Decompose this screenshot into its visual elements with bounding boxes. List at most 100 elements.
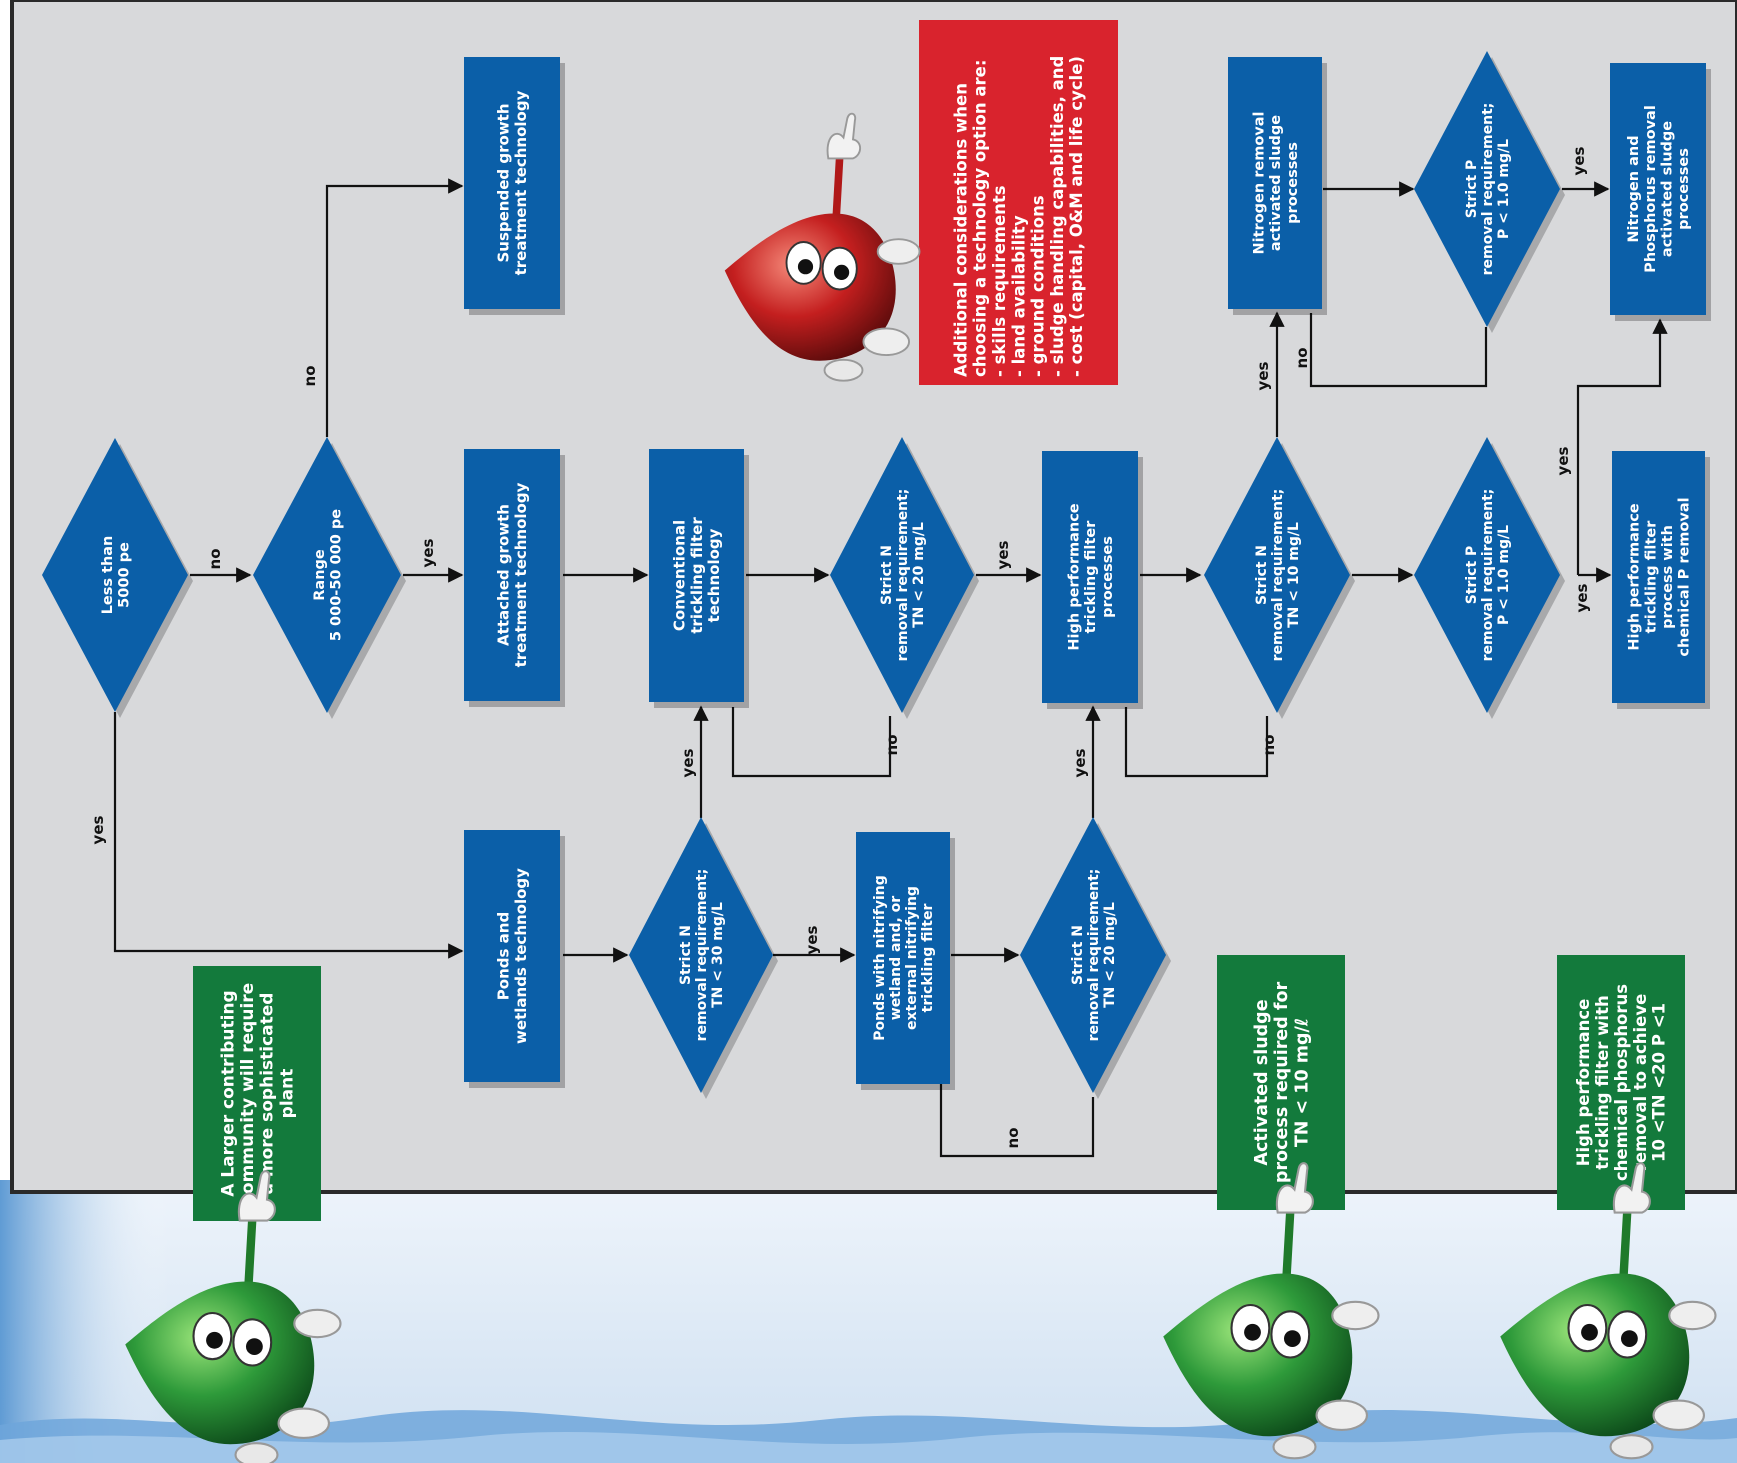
ponds-nitrifying-line: trickling filter bbox=[920, 904, 936, 1013]
red-considerations-line: choosing a technology option are: bbox=[971, 60, 990, 377]
mascots bbox=[125, 112, 1717, 1463]
ponds-nitrifying-line: external nitrifying bbox=[904, 886, 920, 1030]
edge-label-yes: yes bbox=[1573, 583, 1591, 612]
np-removal-as-line: Nitrogen and bbox=[1626, 135, 1642, 242]
edge-label-yes: yes bbox=[1570, 146, 1588, 175]
strict-n-10-line: TN < 10 mg/L bbox=[1286, 522, 1302, 628]
strict-n-10-line: removal requirement; bbox=[1270, 489, 1286, 662]
attached-growth-line: treatment technology bbox=[512, 482, 530, 667]
np-removal-as-line: Phosphorus removal bbox=[1643, 105, 1659, 273]
red-considerations-line: - land availability bbox=[1009, 215, 1028, 377]
green-high-perf-line: trickling filter with bbox=[1593, 995, 1612, 1169]
np-removal-as-line: processes bbox=[1676, 148, 1692, 230]
ponds-wetlands-line: wetlands technology bbox=[512, 868, 530, 1044]
strict-n-20-top-line: Strict N bbox=[879, 545, 895, 605]
pointing-water-drop-mascot-icon bbox=[724, 112, 921, 382]
edge-label-yes: yes bbox=[1254, 361, 1272, 390]
edge-label-yes: yes bbox=[1071, 748, 1089, 777]
range-line: 5 000-50 000 pe bbox=[328, 509, 344, 641]
red-considerations-line: Additional considerations when bbox=[951, 83, 970, 377]
np-removal-as-line: activated sludge bbox=[1659, 121, 1675, 257]
edge-label-yes: yes bbox=[679, 748, 697, 777]
green-high-perf-line: 10 <TN <20 P <1 bbox=[1650, 1003, 1669, 1162]
conventional-tf-line: Conventional bbox=[671, 520, 689, 631]
high-perf-tf-line: processes bbox=[1100, 536, 1116, 618]
green-high-perf-line: chemical phosphorus bbox=[1612, 984, 1631, 1181]
edge-label-yes: yes bbox=[994, 540, 1012, 569]
strict-p-mid-line: removal requirement; bbox=[1480, 489, 1496, 662]
strict-p-top-line: P < 1.0 mg/L bbox=[1496, 139, 1512, 239]
strict-p-mid-line: P < 1.0 mg/L bbox=[1496, 525, 1512, 625]
connector-line bbox=[325, 178, 464, 437]
green-larger-line: A Larger contributing bbox=[219, 990, 239, 1196]
less-than-5000-line: Less than bbox=[100, 536, 116, 615]
range-line: Range bbox=[312, 549, 328, 601]
suspended-growth-line: Suspended growth bbox=[495, 103, 513, 262]
green-activated-line: Activated sludge bbox=[1252, 999, 1272, 1165]
strict-n-10-line: Strict N bbox=[1254, 545, 1270, 605]
green-larger-line: plant bbox=[277, 1069, 297, 1119]
n-removal-as-line: processes bbox=[1285, 142, 1301, 224]
edge-label-no: no bbox=[1004, 1128, 1022, 1149]
connector-line bbox=[113, 712, 464, 959]
conventional-tf-line: trickling filter bbox=[688, 517, 706, 634]
connector-line bbox=[1576, 318, 1668, 575]
hp-tf-chem-p-line: chemical P removal bbox=[1677, 497, 1693, 656]
red-considerations-line: - ground conditions bbox=[1029, 195, 1048, 377]
edge-label-no: no bbox=[883, 735, 901, 756]
strict-n-20-top-line: removal requirement; bbox=[895, 489, 911, 662]
green-activated-line: process required for bbox=[1272, 982, 1292, 1184]
green-activated-line: TN < 10 mg/ℓ bbox=[1292, 1018, 1312, 1147]
connector-line bbox=[939, 1083, 1095, 1158]
suspended-growth-line: treatment technology bbox=[512, 90, 530, 275]
connector-line bbox=[731, 707, 892, 778]
attached-growth-line: Attached growth bbox=[495, 504, 513, 646]
ponds-wetlands-line: Ponds and bbox=[495, 912, 513, 1000]
connector-line bbox=[1309, 313, 1488, 388]
strict-n-20-bottom-line: Strict N bbox=[1070, 925, 1086, 985]
edge-label-no: no bbox=[1293, 348, 1311, 369]
edge-label-yes: yes bbox=[803, 925, 821, 954]
green-high-perf-line: removal to achieve bbox=[1631, 994, 1650, 1172]
edge-label-yes: yes bbox=[89, 815, 107, 844]
green-larger-line: community will require bbox=[238, 983, 258, 1204]
